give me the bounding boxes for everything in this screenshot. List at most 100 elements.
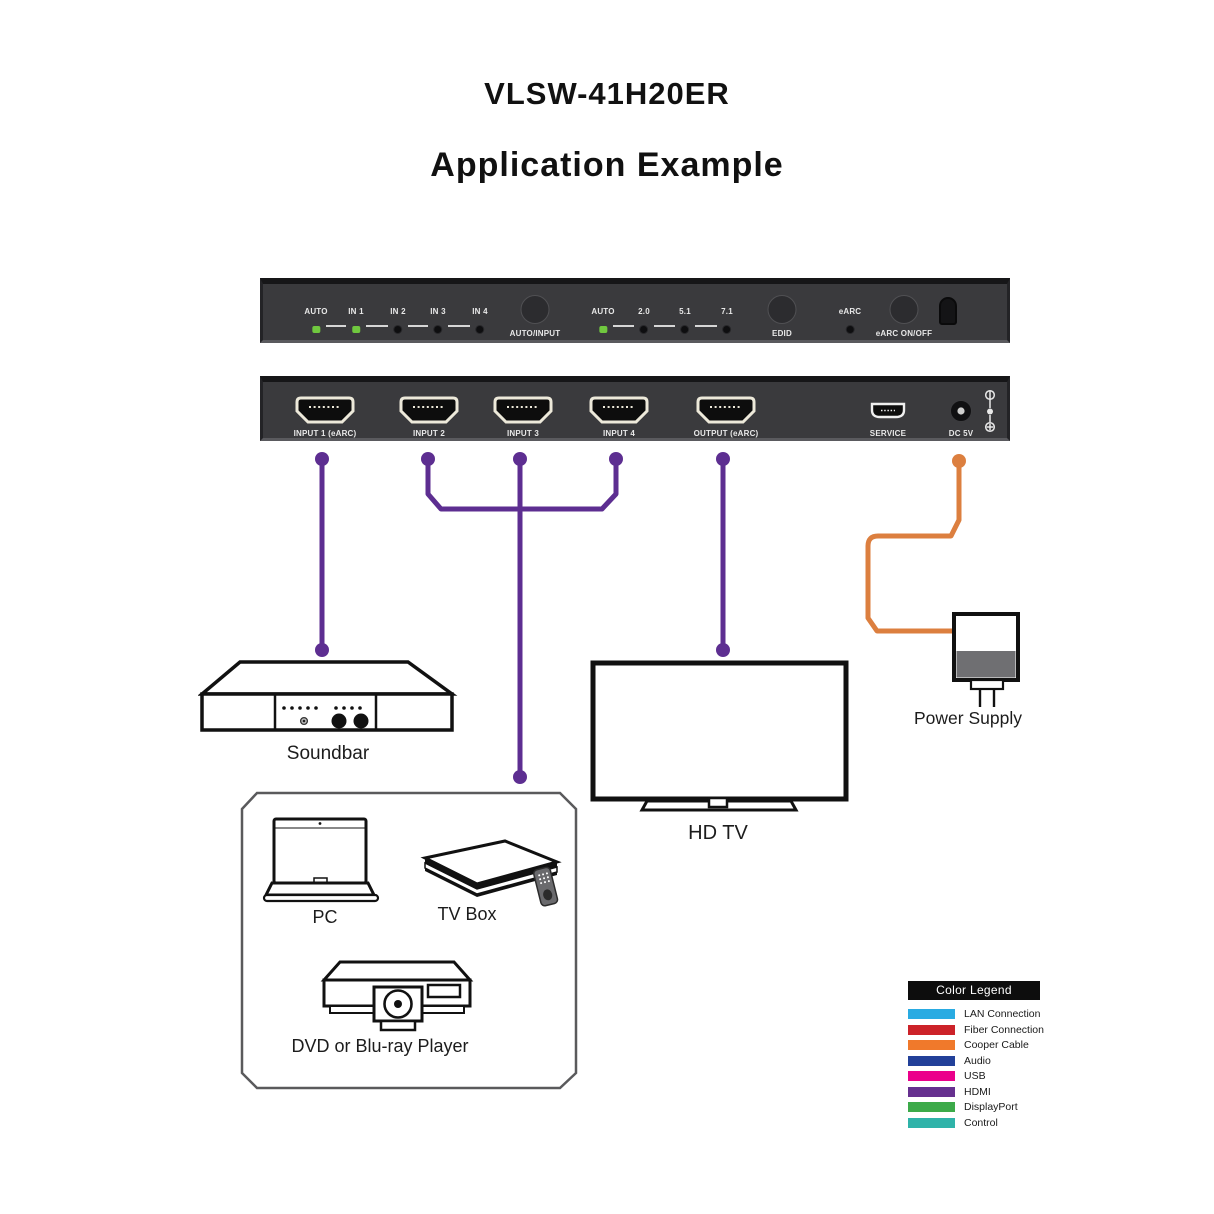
legend-swatch	[908, 1086, 955, 1097]
soundbar-front-face	[200, 692, 454, 732]
led-label: IN 3	[430, 307, 446, 316]
audio-led-auto: AUTO	[591, 301, 614, 333]
led-separator	[448, 325, 470, 327]
pc-label: PC	[312, 907, 338, 927]
led-indicator	[681, 326, 689, 333]
legend-item: Audio	[908, 1055, 1078, 1067]
led-separator	[654, 325, 675, 327]
color-legend: Color Legend LAN Connection Fiber Connec…	[908, 981, 1078, 1132]
legend-label: HDMI	[964, 1085, 991, 1098]
tv-stand-neck	[707, 796, 729, 809]
power-supply-plug-base	[969, 678, 1005, 691]
led-label: IN 1	[348, 307, 364, 316]
front-led-in2: IN 2	[390, 301, 406, 333]
hdmi-port-input4	[588, 396, 650, 431]
hdmi-port-icon	[295, 396, 355, 424]
earc-on-off-button	[889, 295, 919, 324]
front-led-in3: IN 3	[430, 301, 446, 333]
legend-swatch	[908, 1055, 955, 1066]
power-supply-illustration	[952, 612, 1020, 707]
earc-led: eARC	[839, 301, 862, 333]
legend-label: Fiber Connection	[964, 1023, 1044, 1036]
legend-rows: LAN Connection Fiber Connection Cooper C…	[908, 1008, 1078, 1129]
micro-usb-icon	[870, 402, 906, 419]
audio-led-71: 7.1	[721, 301, 733, 333]
led-indicator	[476, 326, 484, 333]
led-indicator	[640, 326, 648, 333]
legend-item: USB	[908, 1070, 1078, 1082]
led-indicator	[434, 326, 442, 333]
dc-label: DC 5V	[948, 429, 974, 438]
legend-swatch	[908, 1040, 955, 1050]
dvd-display-slot	[426, 983, 462, 999]
laptop-base	[263, 881, 377, 897]
service-label: SERVICE	[869, 429, 907, 438]
soundbar-vent-dots	[282, 706, 362, 710]
legend-item: DisplayPort	[908, 1101, 1078, 1113]
hdmi-cable-ends	[315, 452, 730, 784]
led-label: AUTO	[304, 307, 328, 316]
hdmi-port-input1	[294, 396, 356, 431]
audio-led-51: 5.1	[679, 301, 691, 333]
remote-control-icon	[533, 866, 559, 907]
edid-button	[767, 295, 797, 324]
laptop-screen	[272, 817, 368, 885]
led-indicator	[311, 326, 320, 333]
legend-item: HDMI	[908, 1086, 1078, 1098]
legend-label: DisplayPort	[964, 1101, 1018, 1113]
hdmi-port-output	[695, 396, 757, 431]
ir-receiver-window	[939, 297, 957, 325]
cable-end-dot	[315, 452, 329, 466]
led-separator	[695, 325, 717, 327]
dc-jack-icon	[950, 400, 972, 422]
soundbar-illustration	[198, 660, 458, 732]
cable-end-dot	[716, 643, 730, 657]
legend-label: LAN Connection	[964, 1008, 1041, 1020]
legend-label: Cooper Cable	[964, 1039, 1029, 1051]
front-led-auto: AUTO	[304, 301, 327, 333]
led-indicator	[351, 326, 360, 333]
led-label: 7.1	[721, 307, 733, 316]
port-label-input2: INPUT 2	[412, 429, 446, 438]
led-label: IN 2	[390, 307, 406, 316]
legend-label: USB	[964, 1070, 986, 1082]
led-separator	[408, 325, 428, 327]
hdtv-illustration	[590, 660, 849, 812]
dvd-illustration	[320, 960, 474, 1032]
led-indicator	[394, 326, 402, 333]
soundbar-top-face	[198, 660, 458, 696]
led-separator	[366, 325, 388, 327]
cable-end-dot	[315, 643, 329, 657]
legend-swatch	[908, 1102, 955, 1112]
cable-end-dot	[609, 452, 623, 466]
hdmi-port-input3	[492, 396, 554, 431]
audio-led-20: 2.0	[638, 301, 650, 333]
cable-end-dot	[421, 452, 435, 466]
webcam-dot	[318, 822, 322, 825]
hdtv-label: HD TV	[688, 822, 748, 844]
auto-input-button-label: AUTO/INPUT	[509, 329, 561, 338]
power-cable-end-dot	[952, 454, 966, 468]
legend-swatch	[908, 1009, 955, 1019]
power-cable-dc5v-powersupply	[865, 461, 962, 634]
led-label: AUTO	[591, 307, 615, 316]
page-subtitle: Application Example	[430, 146, 784, 184]
led-label: 2.0	[638, 307, 650, 316]
led-separator	[326, 325, 346, 327]
polarity-diagram-icon	[984, 389, 996, 433]
power-supply-lower	[956, 651, 1016, 678]
dc-power-jack	[949, 399, 973, 428]
led-indicator	[846, 326, 854, 333]
led-label: IN 4	[472, 307, 488, 316]
earc-on-off-button-label: eARC ON/OFF	[875, 329, 933, 338]
led-separator	[613, 325, 634, 327]
hdmi-port-icon	[399, 396, 459, 424]
soundbar-knob	[353, 713, 369, 729]
hdmi-cables	[319, 459, 726, 777]
service-usb-port	[869, 401, 907, 426]
port-label-input4: INPUT 4	[602, 429, 636, 438]
led-indicator	[723, 326, 731, 333]
port-label-output: OUTPUT (eARC)	[693, 429, 759, 438]
